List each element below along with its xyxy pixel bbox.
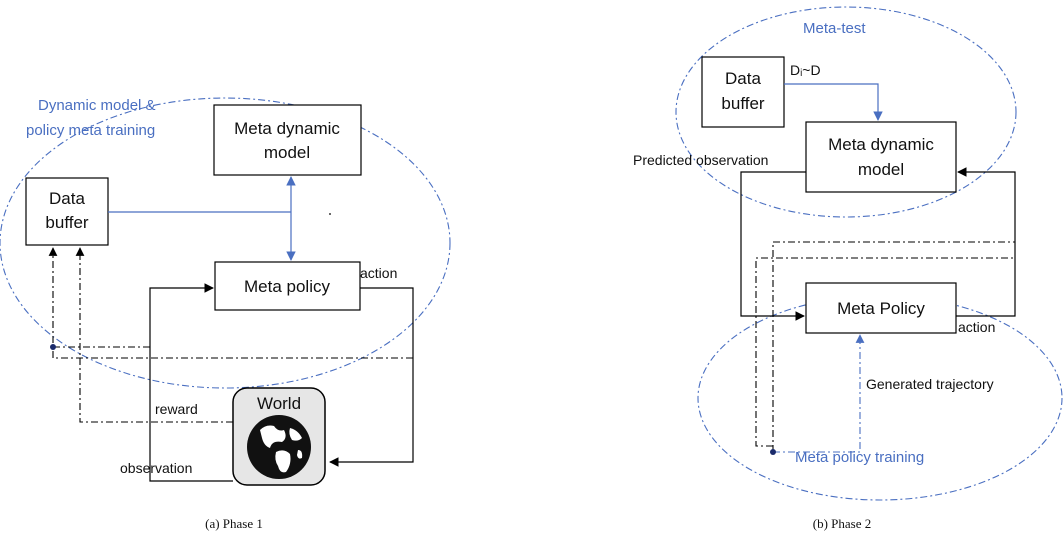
phase1-data-buffer-box: [25, 177, 109, 246]
phase2-meta-policy-box: [805, 282, 957, 334]
phase1-trajectory-line: [48, 247, 413, 359]
phase2-caption: (b) Phase 2: [813, 516, 872, 531]
phase2-meta-policy-training-label: Meta policy training: [795, 449, 924, 466]
phase1-observation-arrow: [149, 283, 233, 482]
phase2-meta-test-label: Meta-test: [803, 20, 866, 37]
globe-icon: [247, 415, 311, 479]
phase1-training-ellipse: [0, 97, 451, 389]
phase1-meta-dynamic-model-box: [213, 104, 362, 176]
phase1-data-buffer-line1: Data: [49, 189, 85, 208]
phase2-sample-arrow: [784, 83, 883, 121]
phase2-meta-policy-label: Meta Policy: [837, 299, 925, 318]
phase2-meta-test-ellipse: [675, 6, 1017, 218]
phase1-caption: (a) Phase 1: [205, 516, 263, 531]
phase1-world-label: World: [257, 394, 301, 413]
phase2-action-arrow: [956, 167, 1016, 317]
phase1-meta-dynamic-model-line1: Meta dynamic: [234, 119, 340, 138]
phase2-data-buffer-line1: Data: [725, 69, 761, 88]
phase1-data-buffer-line2: buffer: [45, 213, 89, 232]
phase1-group-label-line2: policy meta training: [26, 122, 155, 139]
phase2-meta-dynamic-model-line1: Meta dynamic: [828, 135, 934, 154]
phase1-meta-dynamic-model-line2: model: [264, 143, 310, 162]
phase2-sample-label: Dᵢ~D: [790, 62, 821, 78]
phase1-group-label-line1: Dynamic model &: [38, 97, 156, 114]
phase2-data-buffer-line2: buffer: [721, 94, 765, 113]
phase1-observation-label: observation: [120, 460, 192, 476]
phase2-feedback-loop-inner: [755, 257, 1015, 447]
phase2-feedback-loop-outer: [772, 241, 1015, 452]
phase2-action-label: action: [958, 319, 995, 335]
phase2-generated-trajectory-arrow: [773, 334, 865, 453]
phase1-meta-policy-label: Meta policy: [244, 277, 330, 296]
phase1-panel: Dynamic model & policy meta training Met…: [0, 97, 451, 531]
phase2-meta-dynamic-model-box: [805, 121, 957, 193]
phase2-panel: Meta-test Data buffer Dᵢ~D Meta dynamic …: [633, 6, 1063, 531]
phase1-action-label: action: [360, 265, 397, 281]
phase1-reward-label: reward: [155, 401, 198, 417]
phase2-predicted-observation-arrow: [740, 171, 806, 321]
phase1-reward-arrow: [75, 247, 233, 423]
phase1-meta-policy-box: [214, 261, 361, 311]
phase1-junction-dot: [50, 344, 56, 350]
phase1-action-arrow: [329, 287, 414, 467]
phase2-data-buffer-box: [701, 56, 785, 128]
phase2-policy-training-ellipse: [697, 295, 1063, 501]
phase2-predicted-observation-label: Predicted observation: [633, 152, 768, 168]
phase2-junction-dot: [770, 449, 776, 455]
phase2-meta-dynamic-model-line2: model: [858, 160, 904, 179]
phase2-generated-trajectory-label: Generated trajectory: [866, 376, 994, 392]
phase1-stray-dot: [329, 213, 331, 215]
